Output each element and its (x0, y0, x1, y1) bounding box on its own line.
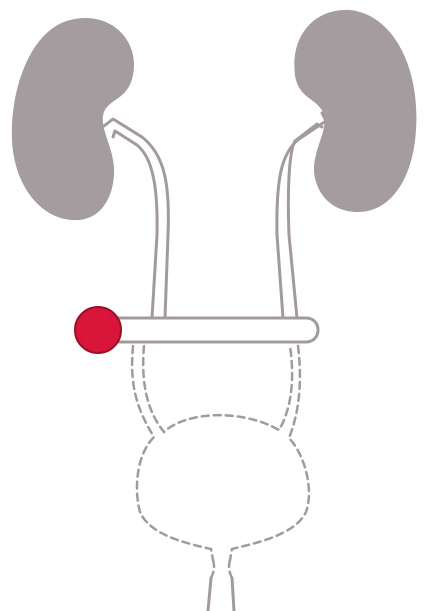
bladder (132, 346, 309, 560)
ileal-conduit (115, 318, 318, 342)
right-kidney (294, 10, 416, 212)
right-ureter (277, 113, 326, 318)
left-ureter (104, 119, 168, 318)
urethra (208, 560, 234, 611)
stoma (75, 307, 121, 353)
